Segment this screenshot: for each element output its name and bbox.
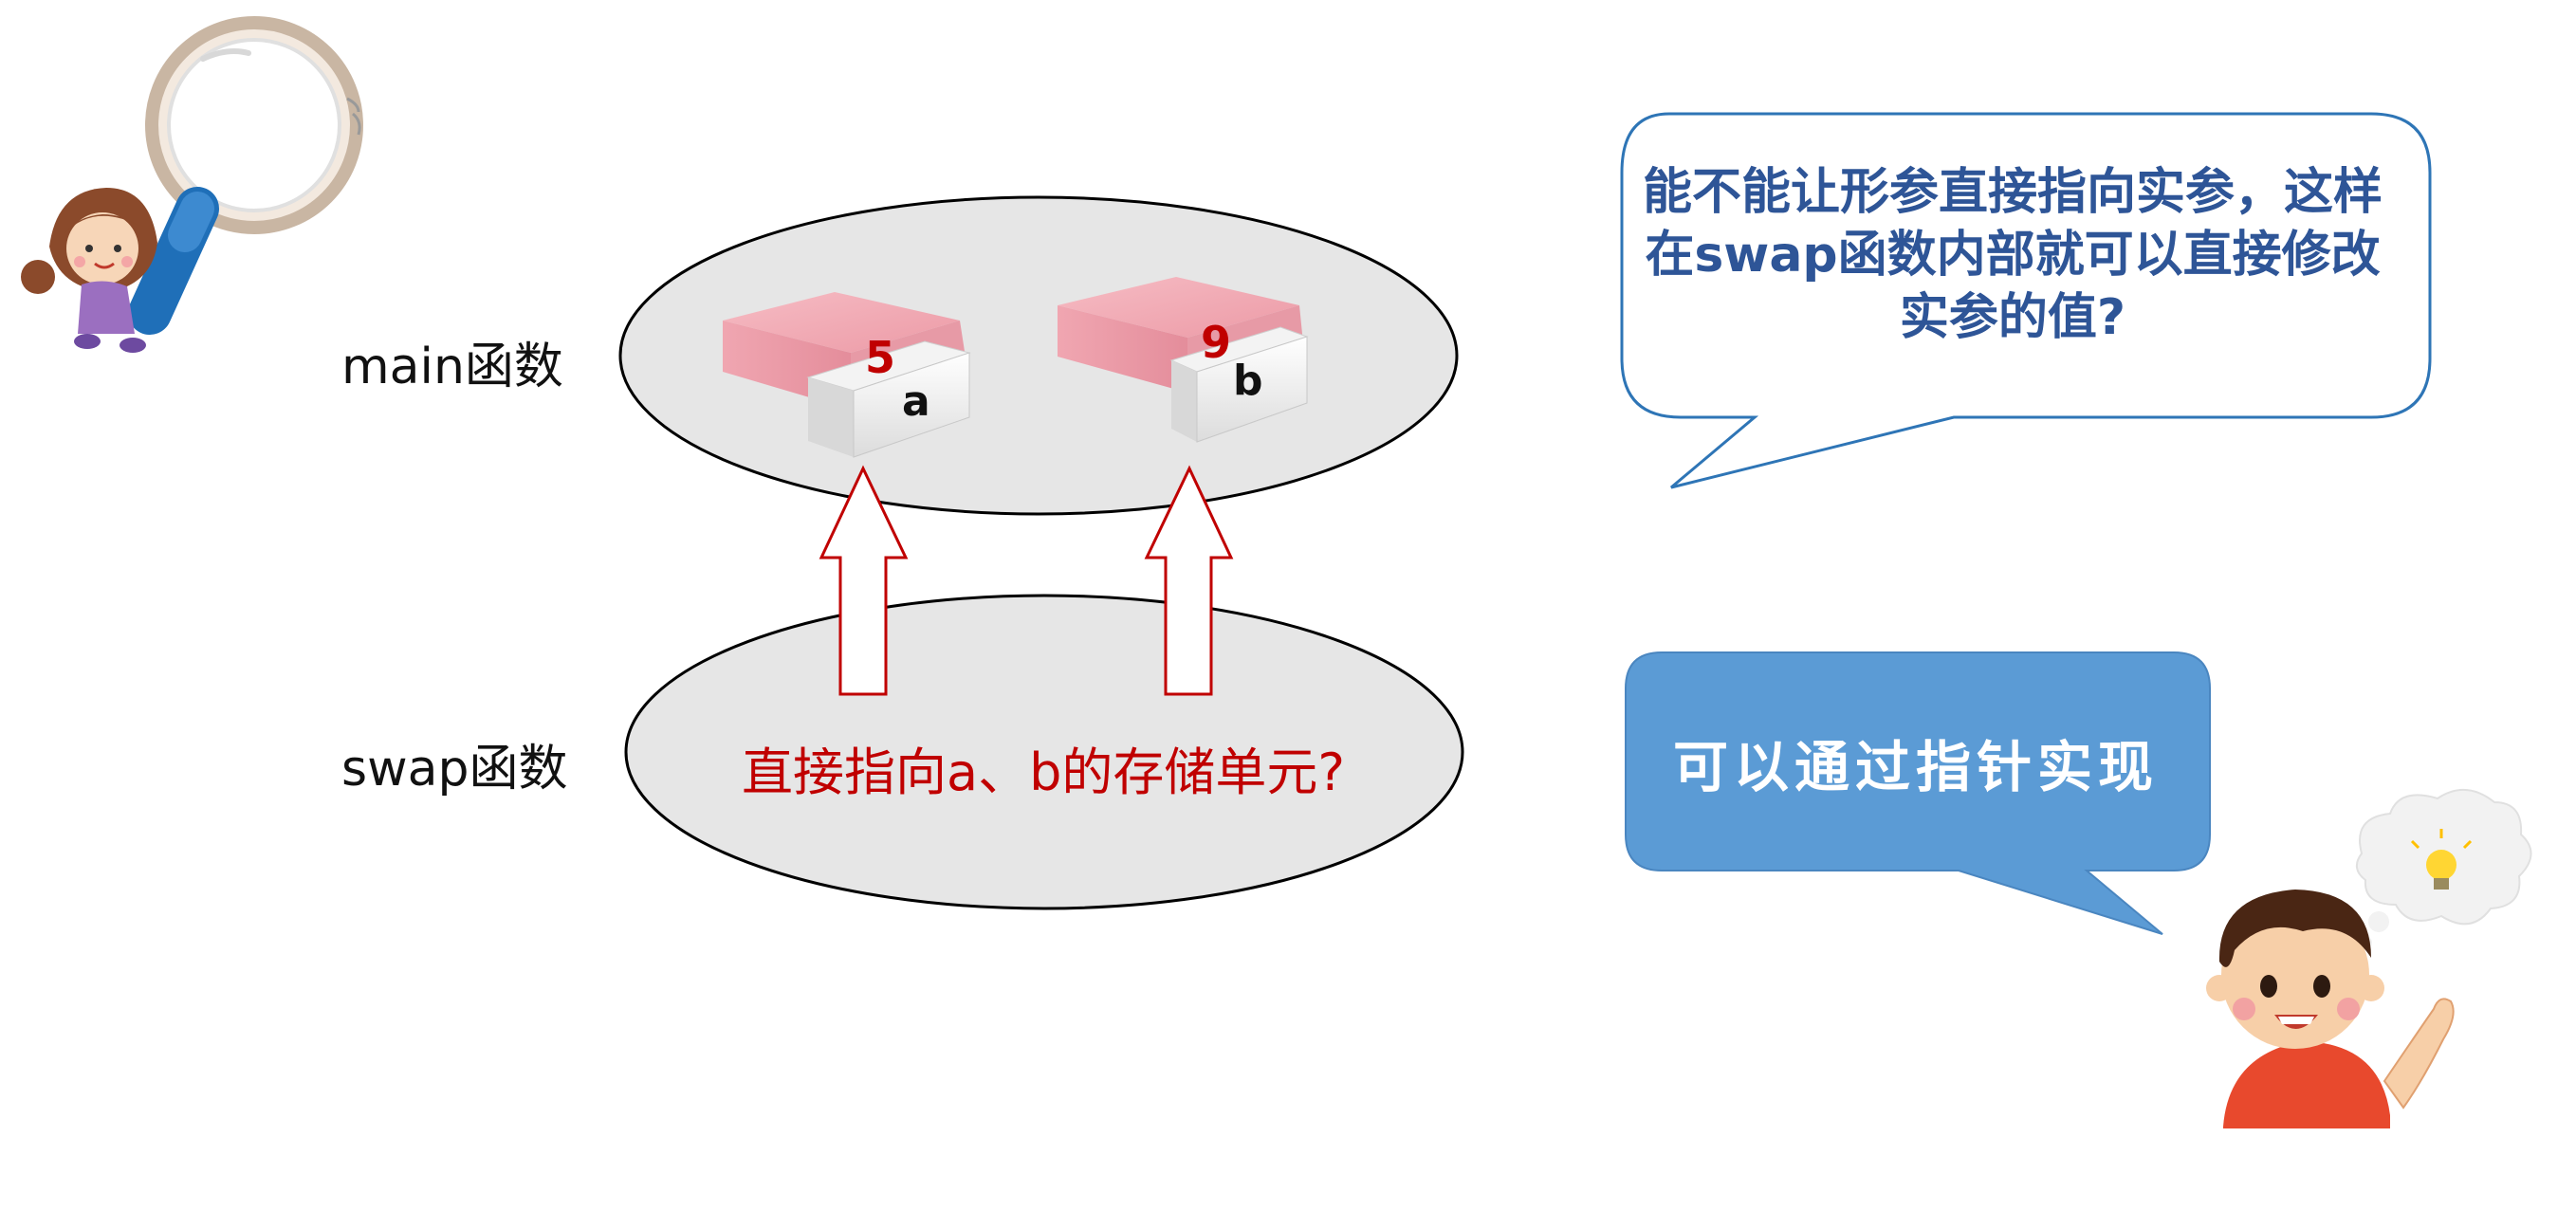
box-a-value: 5 — [865, 332, 896, 383]
storage-box-b — [1058, 277, 1309, 443]
swap-function-label: swap函数 — [341, 741, 568, 798]
thought-bubble-shape — [1620, 112, 2432, 489]
box-a-name: a — [902, 377, 930, 426]
answer-bubble-shape — [1625, 651, 2211, 935]
girl-with-magnifier-icon — [21, 16, 363, 353]
boy-idea-icon — [2206, 788, 2532, 1128]
swap-ellipse — [624, 594, 1464, 910]
arrow-to-a — [819, 465, 909, 696]
main-function-label: main函数 — [341, 339, 563, 395]
box-b-value: 9 — [1201, 317, 1232, 368]
box-b-name: b — [1233, 357, 1263, 405]
storage-box-a — [723, 292, 971, 458]
thought-bubble-text: 能不能让形参直接指向实参，这样在swap函数内部就可以直接修改实参的值? — [1642, 164, 2383, 346]
question-text: 直接指向a、b的存储单元? — [742, 743, 1346, 802]
arrow-to-b — [1144, 465, 1234, 696]
answer-bubble-text: 可以通过指针实现 — [1672, 735, 2159, 799]
lightbulb-icon — [2410, 829, 2473, 890]
